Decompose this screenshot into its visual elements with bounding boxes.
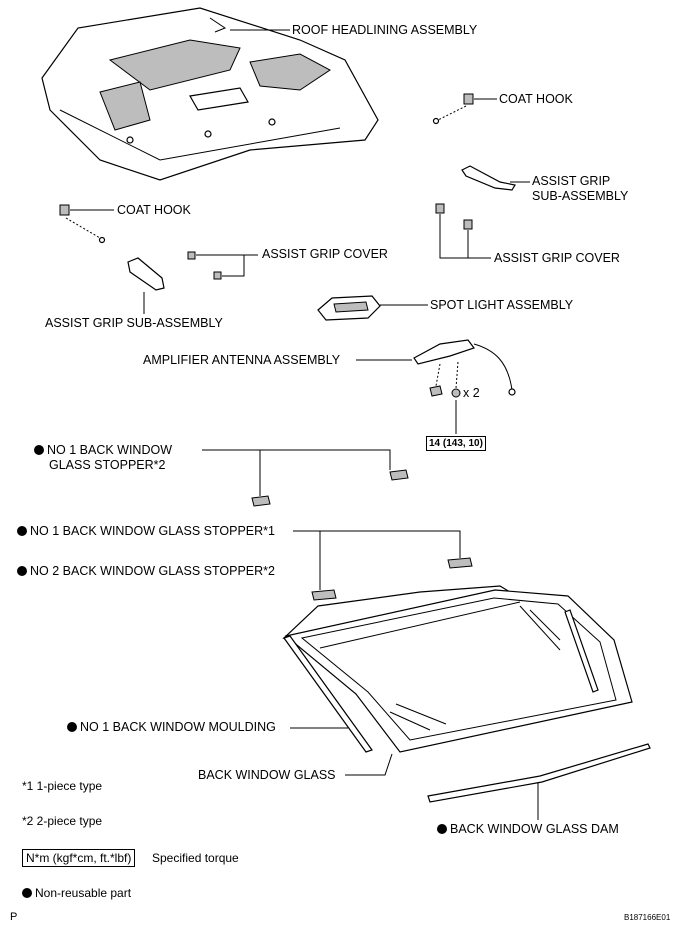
non-reusable-dot-icon [17,566,27,576]
legend-non-reusable: Non-reusable part [22,886,131,901]
non-reusable-dot-icon [17,526,27,536]
roof-headlining-drawing [41,7,379,181]
stopper-2piece-drawing [251,469,409,507]
stopper-2piece-label-line1: NO 1 BACK WINDOW [34,443,172,458]
assist-grip-left-drawing [127,257,165,291]
coat-hook-right-drawing [432,93,474,125]
quantity-label: x 2 [463,386,480,400]
coat-hook-left-label: COAT HOOK [117,203,191,217]
page-mark: P [10,911,18,923]
spot-light-label: SPOT LIGHT ASSEMBLY [430,298,574,312]
stopper-2piece-label-line2: GLASS STOPPER*2 [49,458,166,472]
assist-grip-cover-left-drawing [187,251,222,280]
spot-light-drawing [317,295,381,321]
non-reusable-dot-icon [437,824,447,834]
assist-grip-left-label: ASSIST GRIP SUB-ASSEMBLY [45,316,223,330]
stopper-no1-1piece-label: NO 1 BACK WINDOW GLASS STOPPER*1 [17,524,275,539]
legend-torque-desc: Specified torque [152,851,239,865]
legend-torque-unit-box: N*m (kgf*cm, ft.*lbf) [22,849,136,867]
back-window-glass-label: BACK WINDOW GLASS [198,768,336,782]
legend-note-2piece: *2 2-piece type [22,814,103,828]
assist-grip-right-label-line1: ASSIST GRIP [532,174,611,188]
non-reusable-dot-icon [22,888,32,898]
non-reusable-dot-icon [67,722,77,732]
glass-dam-drawing [427,743,651,803]
stopper-no2-2piece-label: NO 2 BACK WINDOW GLASS STOPPER*2 [17,564,275,579]
non-reusable-dot-icon [34,445,44,455]
coat-hook-left-drawing [59,204,106,244]
assist-grip-cover-left-label: ASSIST GRIP COVER [262,247,388,261]
assist-grip-cover-right-drawing [435,203,473,230]
assist-grip-cover-right-label: ASSIST GRIP COVER [494,251,620,265]
stopper-1piece-drawing [311,557,473,601]
back-window-glass-drawing [282,585,633,753]
amplifier-antenna-drawing [413,339,516,434]
coat-hook-right-label: COAT HOOK [499,92,573,106]
assist-grip-right-label-line2: SUB-ASSEMBLY [532,189,629,203]
figure-id: B187166E01 [624,913,671,922]
glass-dam-label: BACK WINDOW GLASS DAM [437,822,619,837]
legend-note-1piece: *1 1-piece type [22,779,103,793]
torque-value-box: 14 (143, 10) [426,436,486,451]
assist-grip-right-drawing [461,165,516,191]
roof-headlining-label: ROOF HEADLINING ASSEMBLY [292,23,478,37]
amplifier-antenna-label: AMPLIFIER ANTENNA ASSEMBLY [143,353,341,367]
moulding-label: NO 1 BACK WINDOW MOULDING [67,720,276,735]
